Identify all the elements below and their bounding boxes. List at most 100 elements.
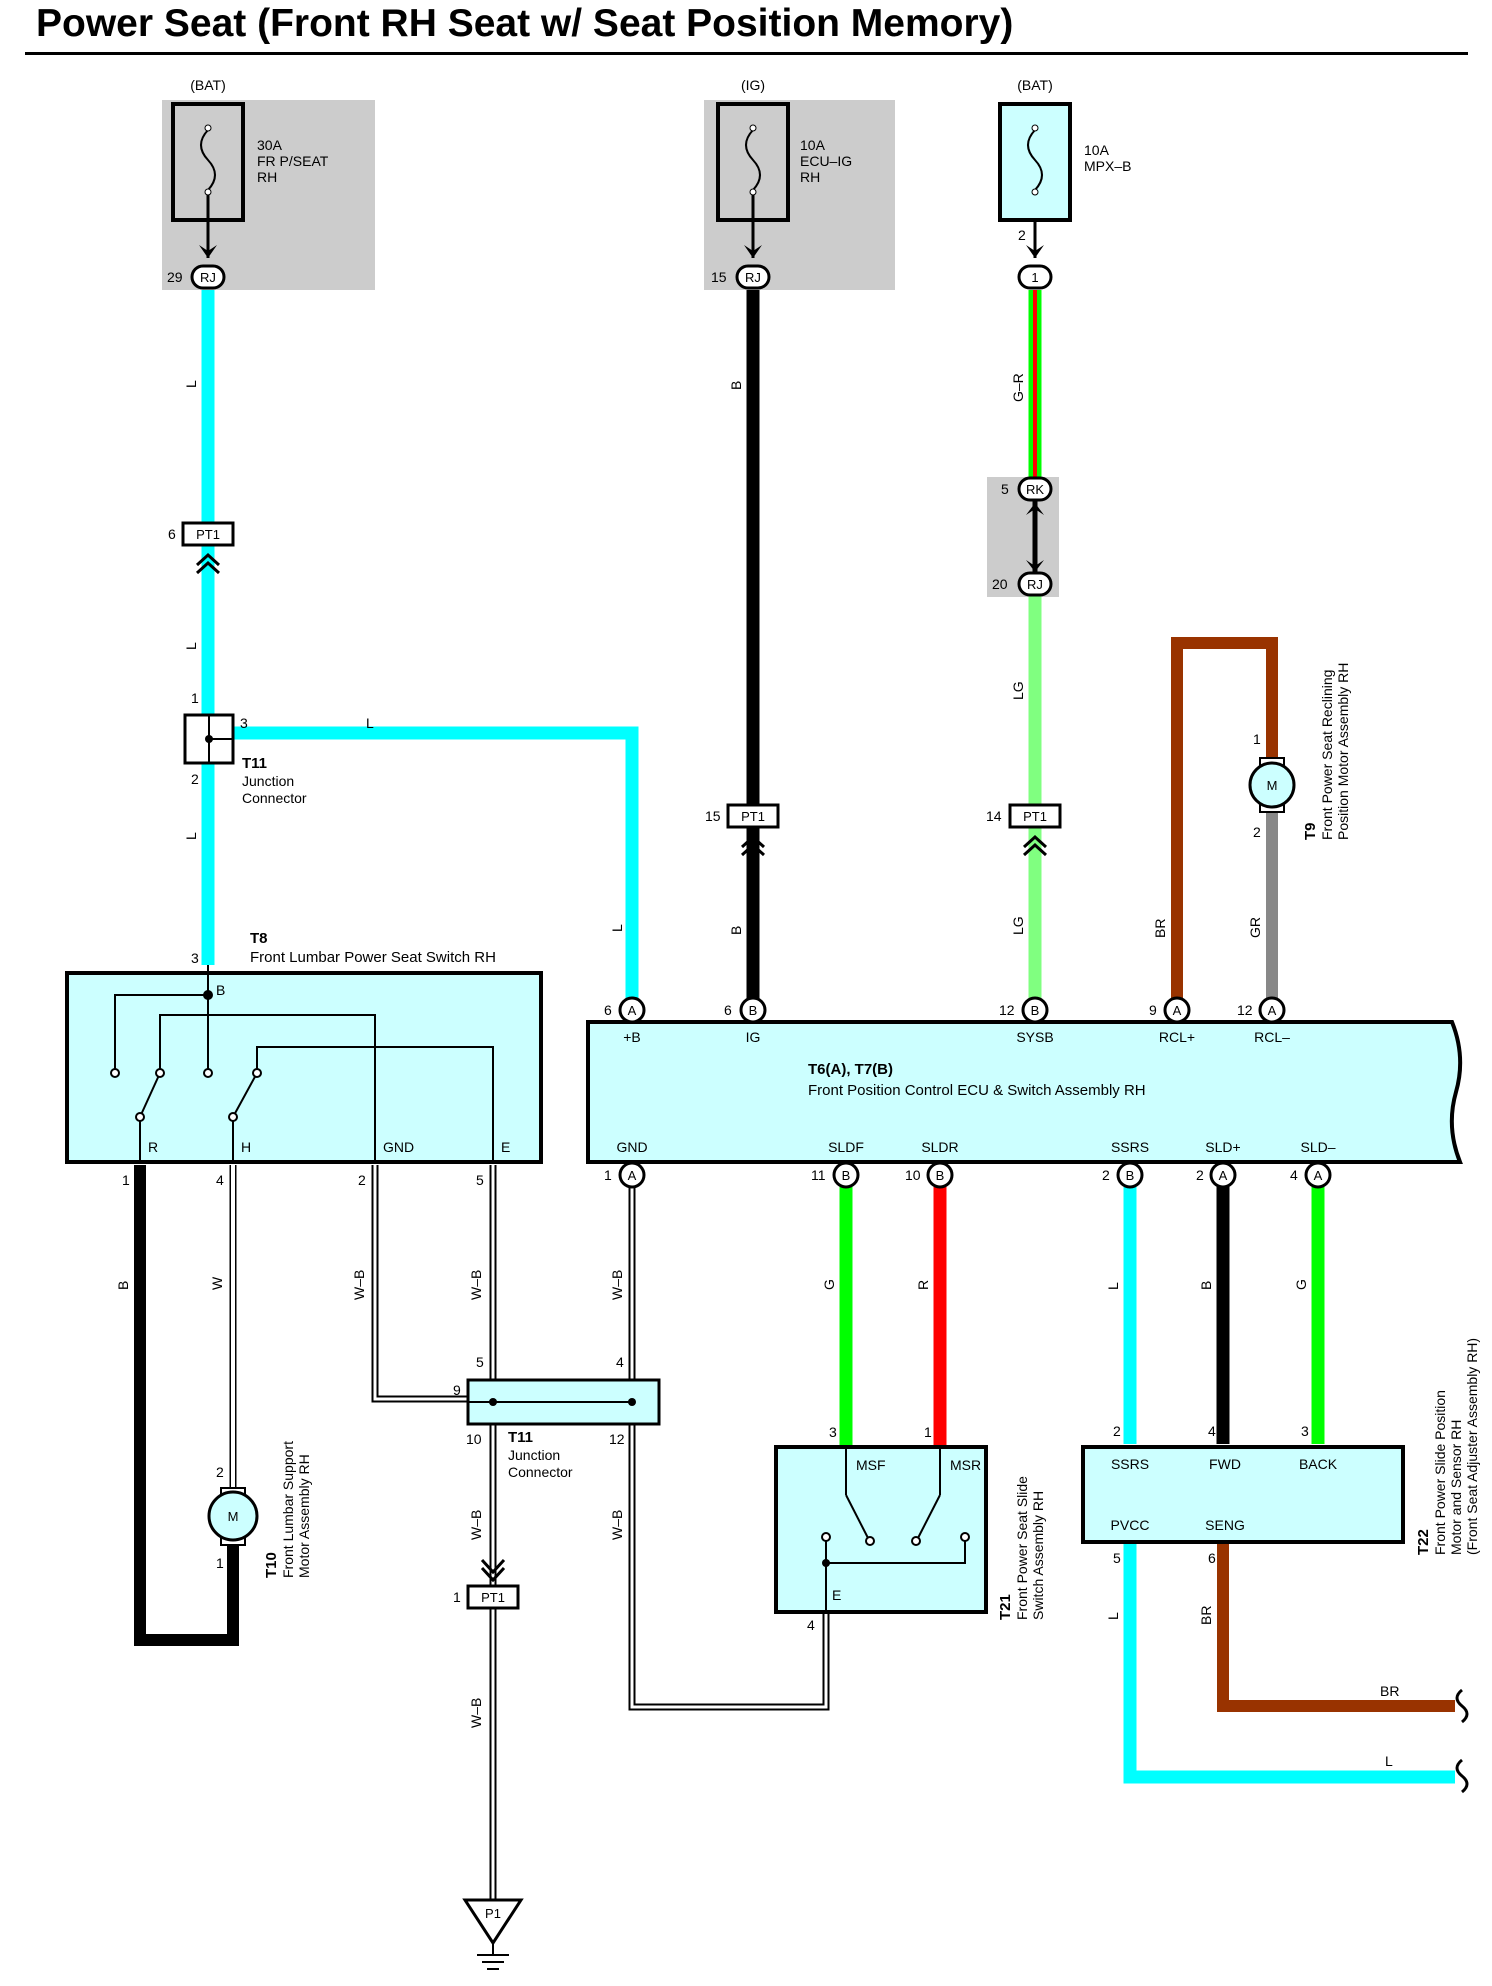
t22-term-pvcc: PVCC [1111,1517,1150,1533]
svg-text:L: L [183,380,199,388]
svg-text:W–B: W–B [468,1698,484,1728]
t11-top-junction [183,713,235,765]
wire-l-branch [208,726,639,1008]
t21-name2: Switch Assembly RH [1030,1491,1046,1620]
svg-text:L: L [1385,1753,1393,1769]
connector-rk: RK [1017,476,1053,502]
pin-ecu-rclp: 9 [1149,1002,1157,1018]
ecu-bottom-pin-sldf: B [832,1161,860,1189]
pin-t22-3: 3 [1301,1423,1309,1439]
fuse-1-source: (BAT) [190,77,226,93]
svg-text:L: L [609,924,625,932]
pin-f3-out: 2 [1018,227,1026,243]
wire-break-br [1455,1688,1469,1724]
wire-labels: L L L L L B B G–R LG LG BR GR B W W–B W–… [115,373,1399,1769]
pin-t8-2: 2 [358,1172,366,1188]
svg-text:A: A [628,1168,637,1183]
ecu-term-rclp: RCL+ [1159,1029,1195,1045]
t8-term-e: E [501,1139,510,1155]
pin-pt1-l: 6 [168,526,176,542]
ecu-bottom-pin-sldp: A [1209,1161,1237,1189]
pin-t8-in: 3 [191,950,199,966]
pin-t11b-9: 9 [453,1382,461,1398]
t22-name3: (Front Seat Adjuster Assembly RH) [1464,1338,1480,1555]
fuse-1 [171,102,245,258]
t21-term-msf: MSF [856,1457,886,1473]
wire-break-l [1455,1758,1469,1794]
svg-text:B: B [1126,1168,1135,1183]
fuse-2-source: (IG) [741,77,765,93]
pin-pt1-wb: 1 [453,1589,461,1605]
t9-name1: Front Power Seat Reclining [1319,670,1335,840]
pin-ecu-gnd: 1 [604,1167,612,1183]
pin-t9-2: 2 [1253,824,1261,840]
ecu-term-pb: +B [623,1029,641,1045]
pin-t11b-4: 4 [616,1354,624,1370]
svg-text:RJ: RJ [1027,577,1043,592]
t9-motor: M [1248,757,1296,813]
ecu-top-pin-pb: A [618,996,646,1024]
fuse-1-name1: FR P/SEAT [257,153,329,169]
pin-ecu-rclm: 12 [1237,1002,1253,1018]
t8-code: T8 [250,930,268,947]
page-title: Power Seat (Front RH Seat w/ Seat Positi… [36,2,1014,45]
pin-rk: 5 [1001,481,1009,497]
ecu-term-sldf: SLDF [828,1139,864,1155]
ecu-term-ssrs: SSRS [1111,1139,1149,1155]
svg-text:B: B [728,926,744,935]
svg-text:PT1: PT1 [196,527,220,542]
svg-text:G–R: G–R [1010,373,1026,402]
t21-switch-box [774,1445,988,1614]
svg-text:P1: P1 [485,1906,501,1921]
svg-text:RJ: RJ [200,270,216,285]
svg-text:A: A [628,1003,637,1018]
ecu-top-pin-sysb: B [1021,996,1049,1024]
fuse-3 [998,102,1072,258]
t22-term-fwd: FWD [1209,1456,1241,1472]
t22-name2: Motor and Sensor RH [1448,1420,1464,1555]
svg-text:W–B: W–B [468,1510,484,1540]
pin-t21-4: 4 [807,1617,815,1633]
t8-term-gnd: GND [383,1139,414,1155]
ecu-term-gnd: GND [616,1139,647,1155]
pin-t11a-1: 1 [191,690,199,706]
t11-bottom-name1: Junction [508,1447,560,1463]
t21-name1: Front Power Seat Slide [1014,1476,1030,1620]
t22-motor-box [1081,1445,1405,1544]
connector-pt1-b: PT1 [726,803,780,857]
fuse-2-name1: ECU–IG [800,153,852,169]
connector-rj-1: RJ [190,264,226,290]
ecu-top-pin-ig: B [739,996,767,1024]
pin-ecu-sysb: 12 [999,1002,1015,1018]
rj20-arrow [1026,560,1044,572]
pin-t11a-3: 3 [240,715,248,731]
ecu-bottom-pin-gnd: A [618,1161,646,1189]
wire-br-t9 [1171,637,1278,1008]
pin-t8-5: 5 [476,1172,484,1188]
t9-code: T9 [1302,822,1319,840]
fuse-box-2-shade [704,100,895,290]
t8-switch-internals [114,965,494,1162]
connector-pt1-l: PT1 [181,521,235,575]
t11-bottom-bus [468,1398,636,1406]
svg-text:L: L [183,832,199,840]
t22-name1: Front Power Slide Position [1432,1390,1448,1555]
fuse-2 [716,102,790,258]
t9-name2: Position Motor Assembly RH [1335,663,1351,840]
pin-f1-rj: 29 [167,269,183,285]
svg-text:W–B: W–B [609,1270,625,1300]
fuse-2-name2: RH [800,169,820,185]
fuse-1-rating: 30A [257,137,283,153]
svg-text:L: L [1105,1612,1121,1620]
svg-text:G: G [1293,1279,1309,1290]
svg-text:W–B: W–B [351,1270,367,1300]
svg-text:B: B [842,1168,851,1183]
fuse-box-1-shade [162,100,375,290]
ecu-bottom-pin-ssrs: B [1116,1161,1144,1189]
wire-l-pvcc [1123,1542,1455,1784]
t22-term-seng: SENG [1205,1517,1245,1533]
svg-text:W–B: W–B [609,1510,625,1540]
fuse-3-source: (BAT) [1017,77,1053,93]
svg-text:A: A [1173,1003,1182,1018]
pin-t11b-5: 5 [476,1354,484,1370]
